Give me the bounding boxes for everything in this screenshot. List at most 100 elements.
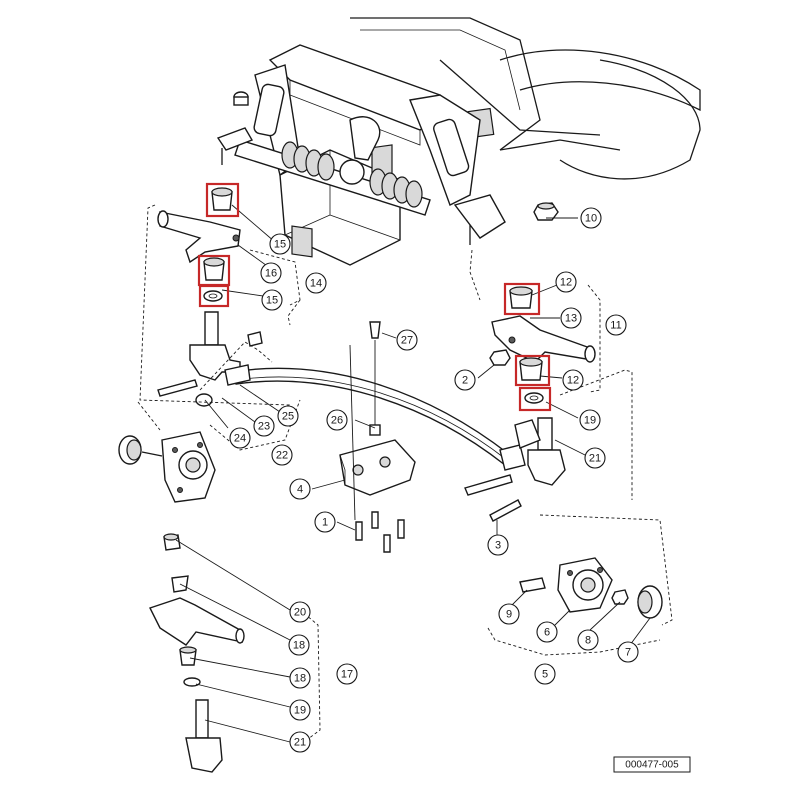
- highlight-right-lower-bushing: [514, 354, 551, 387]
- callout-circle: [454, 369, 476, 391]
- callout-c2: 2: [454, 369, 476, 391]
- callout-circle: [271, 444, 293, 466]
- callout-number: 5: [542, 669, 548, 681]
- callout-circle: [396, 329, 418, 351]
- callout-circle: [562, 369, 584, 391]
- callout-circle: [579, 409, 601, 431]
- callout-number: 7: [625, 647, 631, 659]
- callout-c9: 9: [498, 603, 520, 625]
- callout-circle: [314, 511, 336, 533]
- top-nut: [233, 91, 249, 106]
- callout-number: 4: [297, 484, 303, 496]
- callout-circle: [584, 447, 606, 469]
- callout-circle: [289, 601, 311, 623]
- highlight-right-washer: [518, 386, 552, 412]
- callout-c3: 3: [487, 534, 509, 556]
- callout-c25: 25: [277, 405, 299, 427]
- callout-circle: [289, 699, 311, 721]
- callout-c19b: 19: [289, 699, 311, 721]
- callout-c22: 22: [271, 444, 293, 466]
- callout-number: 9: [506, 609, 512, 621]
- callout-number: 11: [610, 320, 621, 332]
- callout-number: 10: [585, 213, 597, 225]
- callout-number: 14: [310, 278, 322, 290]
- callout-circle: [336, 663, 358, 685]
- callout-c19a: 19: [579, 409, 601, 431]
- callout-circle: [288, 634, 310, 656]
- callout-number: 8: [585, 635, 591, 647]
- callout-circle: [577, 629, 599, 651]
- callout-number: 6: [544, 627, 550, 639]
- callout-number: 21: [589, 453, 601, 465]
- callout-circle: [498, 603, 520, 625]
- callout-c23: 23: [253, 415, 275, 437]
- callout-c13: 13: [560, 307, 582, 329]
- callout-c20: 20: [289, 601, 311, 623]
- callout-number: 18: [294, 673, 306, 685]
- callout-circle: [580, 207, 602, 229]
- callout-number: 12: [567, 375, 579, 387]
- callout-number: 3: [495, 540, 501, 552]
- callout-number: 19: [294, 705, 306, 717]
- axle-bracket: [339, 321, 416, 496]
- callout-number: 13: [565, 313, 577, 325]
- callout-c18b: 18: [289, 667, 311, 689]
- callout-layer: 1234567891011121213141515161718181919202…: [229, 207, 639, 753]
- highlight-right-upper-bushing: [503, 282, 541, 316]
- leaf-spring: [195, 364, 526, 496]
- callout-number: 2: [462, 375, 468, 387]
- callout-c21b: 21: [289, 731, 311, 753]
- callout-number: 18: [293, 640, 305, 652]
- callout-c5: 5: [534, 663, 556, 685]
- callout-c6: 6: [536, 621, 558, 643]
- callout-c8: 8: [577, 629, 599, 651]
- callout-number: 20: [294, 607, 306, 619]
- callout-c14: 14: [305, 272, 327, 294]
- callout-c7: 7: [617, 641, 639, 663]
- highlight-left-upper-bushing: [205, 182, 240, 218]
- callout-number: 15: [266, 295, 278, 307]
- highlight-boxes: [197, 182, 552, 412]
- callout-circle: [534, 663, 556, 685]
- chassis-frame: [216, 17, 701, 266]
- callout-number: 23: [258, 421, 270, 433]
- callout-circle: [253, 415, 275, 437]
- callout-circle: [305, 272, 327, 294]
- callout-circle: [269, 233, 291, 255]
- callout-number: 15: [274, 239, 286, 251]
- callout-c16: 16: [260, 262, 282, 284]
- callout-circle: [617, 641, 639, 663]
- callout-number: 26: [331, 415, 343, 427]
- part-10-nut: [533, 202, 559, 221]
- bolts-set: [349, 344, 405, 553]
- callout-circle: [289, 667, 311, 689]
- highlight-left-washer: [198, 284, 230, 308]
- leader-lines: [175, 204, 651, 743]
- callout-number: 16: [265, 268, 277, 280]
- callout-c15a: 15: [269, 233, 291, 255]
- steering-boot-left: [281, 141, 335, 181]
- callout-c24: 24: [229, 427, 251, 449]
- callout-circle: [260, 262, 282, 284]
- callout-c27: 27: [396, 329, 418, 351]
- callout-c12a: 12: [555, 271, 577, 293]
- callout-number: 1: [322, 517, 328, 529]
- callout-c10: 10: [580, 207, 602, 229]
- callout-circle: [605, 314, 627, 336]
- callout-circle: [289, 478, 311, 500]
- callout-c11: 11: [605, 314, 627, 336]
- callout-circle: [555, 271, 577, 293]
- callout-c1: 1: [314, 511, 336, 533]
- callout-circle: [487, 534, 509, 556]
- lower-left-knuckle: [149, 533, 245, 773]
- callout-circle: [289, 731, 311, 753]
- document-id-label: 000477-005: [613, 756, 691, 773]
- callout-c17: 17: [336, 663, 358, 685]
- callout-c18a: 18: [288, 634, 310, 656]
- callout-circle: [261, 289, 283, 311]
- callout-number: 12: [560, 277, 572, 289]
- callout-number: 17: [341, 669, 353, 681]
- callout-c26: 26: [326, 409, 348, 431]
